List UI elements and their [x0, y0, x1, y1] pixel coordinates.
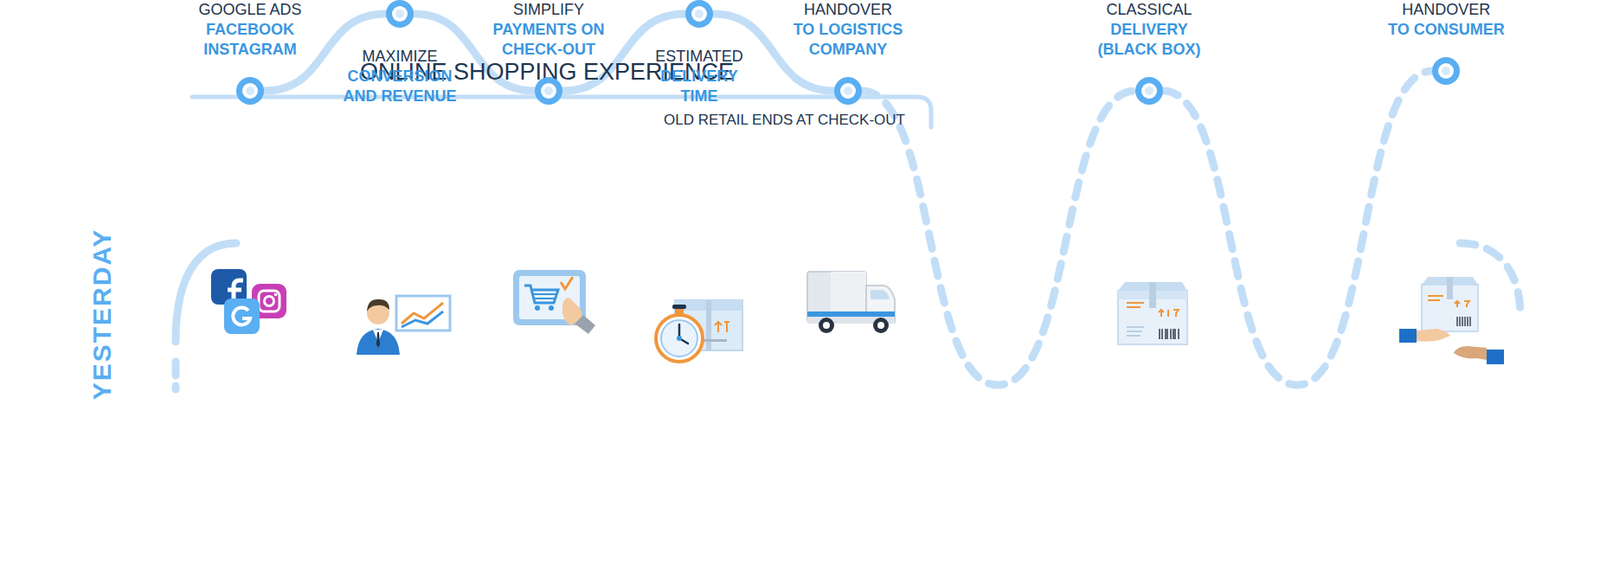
step-heading: HANDOVER [803, 0, 893, 20]
step-node: CLASSICALDELIVERY (BLACK BOX) [1084, 0, 1215, 105]
parcel [1118, 282, 1188, 345]
circle-marker [385, 0, 414, 28]
truck [807, 271, 895, 334]
circle-marker [1432, 57, 1460, 85]
tablet-cart [513, 269, 596, 335]
wave-ends [175, 243, 1521, 390]
circle-marker [685, 0, 714, 28]
social-icons [211, 269, 287, 335]
wave-connector [861, 90, 1136, 386]
step-heading: HANDOVER [1401, 0, 1491, 20]
wave-connector [1163, 70, 1433, 386]
step-title: CONVERSION AND REVENUE [330, 66, 470, 107]
step-heading: GOOGLE ADS [198, 0, 302, 20]
step-heading: CLASSICAL [1105, 0, 1192, 20]
section-note: OLD RETAIL ENDS AT CHECK-OUT [663, 111, 906, 129]
step-node: SIMPLIFYPAYMENTS ON CHECK-OUT [475, 0, 623, 105]
circle-marker [236, 77, 264, 105]
step-heading: MAXIMIZE [361, 46, 437, 67]
step-heading: ESTIMATED [655, 46, 744, 67]
step-node: MAXIMIZECONVERSION AND REVENUE [330, 0, 470, 107]
step-node: GOOGLE ADSFACEBOOK INSTAGRAM [185, 0, 315, 105]
step-title: DELIVERY TIME [647, 66, 752, 107]
step-title: TO LOGISTICS COMPANY [778, 19, 918, 60]
step-title: TO CONSUMER [1387, 19, 1505, 40]
step-heading: SIMPLIFY [513, 0, 585, 20]
step-node: HANDOVERTO CONSUMER [1387, 0, 1505, 85]
step-node: ESTIMATEDDELIVERY TIME [647, 0, 752, 107]
businessman-chart [356, 295, 450, 355]
step-title: DELIVERY (BLACK BOX) [1084, 19, 1215, 60]
stopwatch-box [655, 300, 743, 362]
circle-marker [534, 77, 563, 105]
step-node: HANDOVERTO LOGISTICS COMPANY [778, 0, 918, 105]
parcel-handover [1399, 276, 1504, 365]
circle-marker [1135, 77, 1164, 105]
circle-marker [834, 77, 862, 105]
step-title: FACEBOOK INSTAGRAM [185, 19, 315, 60]
step-title: PAYMENTS ON CHECK-OUT [475, 19, 623, 60]
row-label: YESTERDAY [87, 228, 117, 401]
